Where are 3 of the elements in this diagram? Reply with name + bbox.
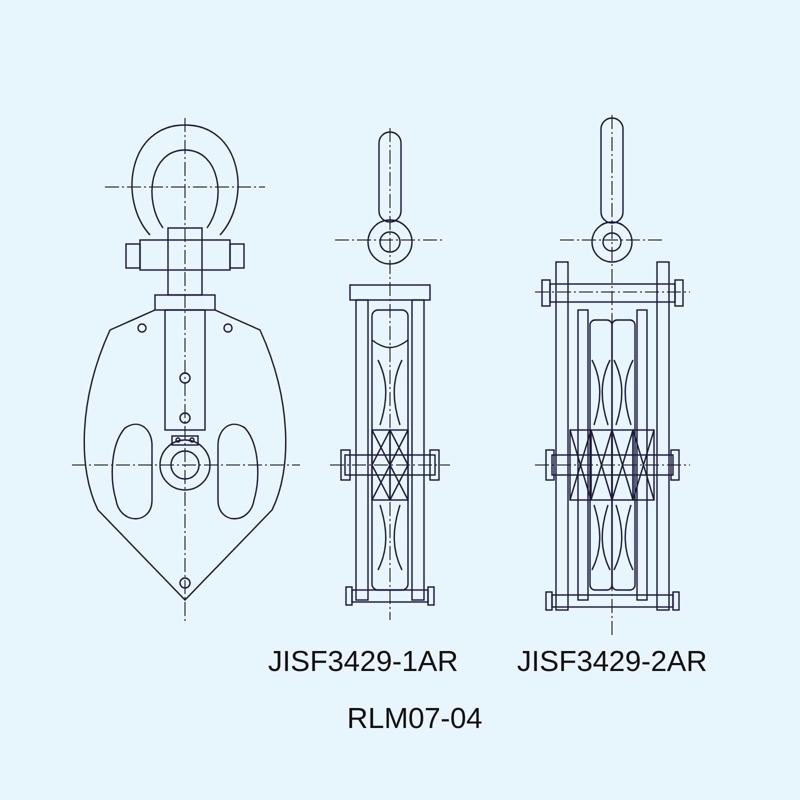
model-number: RLM07-04 [347, 705, 482, 734]
model-number: JISF3429-2AR [517, 648, 708, 677]
model-number: JISF3429-1AR [268, 648, 458, 677]
